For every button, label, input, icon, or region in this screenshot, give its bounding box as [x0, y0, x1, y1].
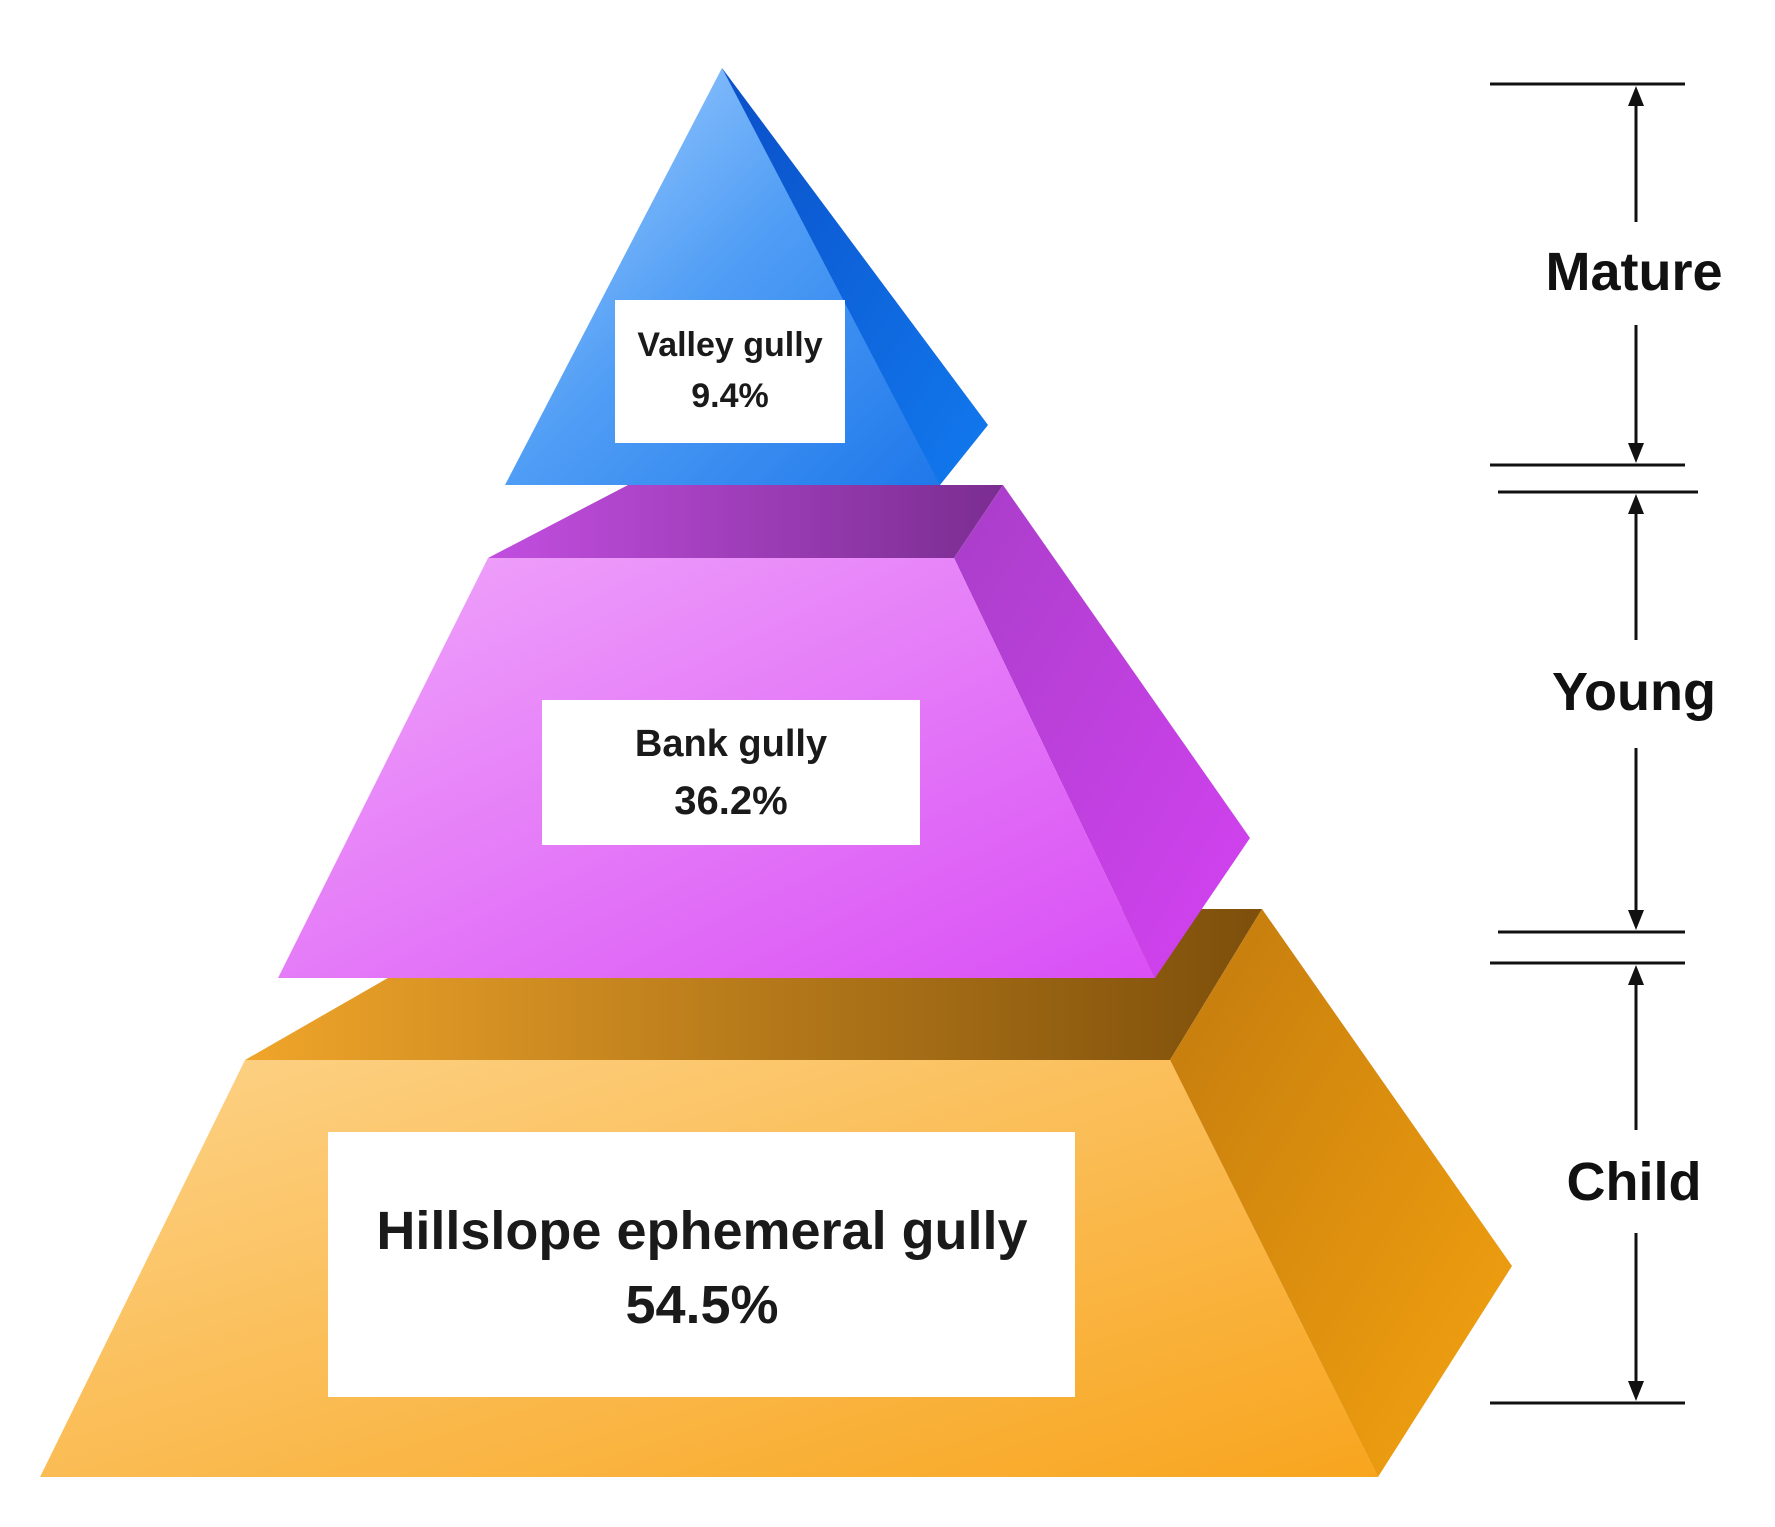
- layer-hillslope-side-face: [1170, 909, 1512, 1477]
- layer-hillslope: Hillslope ephemeral gully 54.5%: [40, 909, 1512, 1477]
- mature-arrow-down-head: [1628, 443, 1644, 463]
- young-arrow-up-head: [1628, 494, 1644, 514]
- child-arrow-up-head: [1628, 965, 1644, 985]
- layer-valley-name: Valley gully: [637, 326, 822, 364]
- mature-arrow-up-head: [1628, 86, 1644, 106]
- layer-valley-percent: 9.4%: [691, 377, 769, 415]
- stage-scale: [1490, 82, 1698, 1405]
- layer-bank-top-face: [488, 485, 1003, 558]
- layer-bank-label-box: [542, 700, 920, 845]
- layer-bank-percent: 36.2%: [674, 779, 787, 823]
- layer-valley: Valley gully 9.4%: [505, 68, 988, 485]
- stage-label-child: Child: [1567, 1152, 1702, 1212]
- child-arrow-down-head: [1628, 1381, 1644, 1401]
- layer-bank: Bank gully 36.2%: [278, 485, 1250, 978]
- layer-bank-name: Bank gully: [635, 723, 827, 765]
- layer-valley-side-face: [722, 68, 988, 485]
- layer-hillslope-label-box: [328, 1132, 1075, 1397]
- layer-hillslope-percent: 54.5%: [625, 1275, 778, 1335]
- layer-bank-side-face: [954, 485, 1250, 978]
- stage-label-young: Young: [1552, 662, 1716, 722]
- young-arrow-down-head: [1628, 910, 1644, 930]
- layer-hillslope-name: Hillslope ephemeral gully: [376, 1201, 1027, 1261]
- layer-valley-label-box: [615, 300, 845, 443]
- stage-label-mature: Mature: [1545, 242, 1722, 302]
